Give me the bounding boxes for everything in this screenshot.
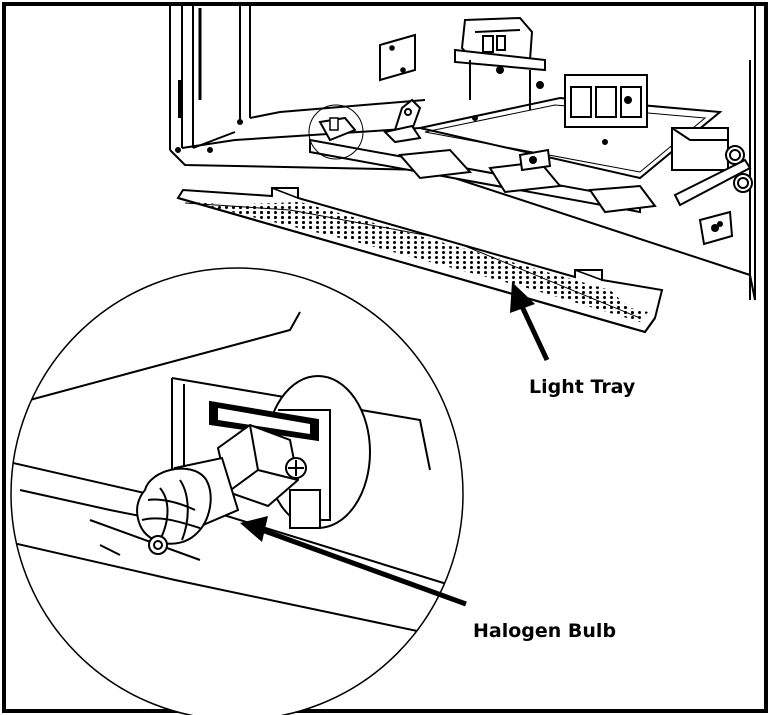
- firebox-cabinet: [169, 4, 756, 301]
- light-tray: [176, 187, 664, 334]
- burner-rails: [309, 138, 734, 246]
- detail-callout-circle: [308, 104, 364, 160]
- halogen-detail: [10, 267, 464, 715]
- light-tray-arrow: [510, 282, 550, 362]
- halogen-bulb-label: Halogen Bulb: [473, 620, 616, 642]
- light-tray-label: Light Tray: [529, 376, 636, 398]
- burner-assembly: [383, 16, 753, 207]
- halogen-bulb-arrow: [240, 516, 467, 607]
